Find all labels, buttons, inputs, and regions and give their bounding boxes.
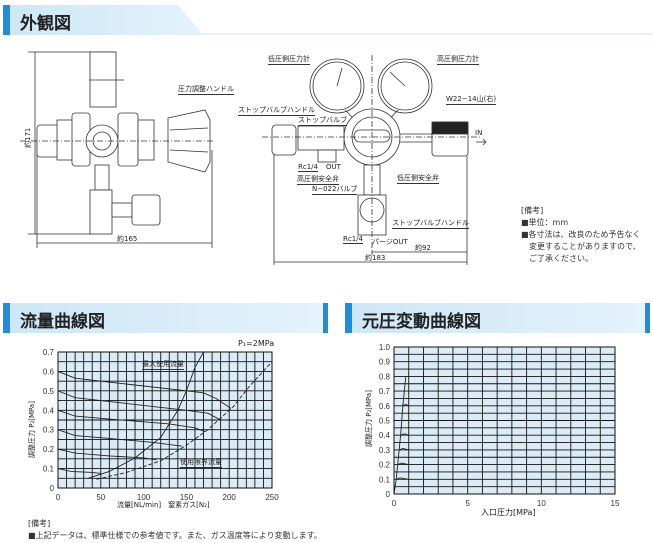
y-tick-label: 1.0 <box>379 343 391 352</box>
remarks-bottom: [備考] ■上記データは、標準仕様での参考値です。また、ガス温度等により変動しま… <box>28 518 322 542</box>
y-tick-label: 0.3 <box>379 446 391 455</box>
y-tick-label: 0.6 <box>43 367 55 376</box>
label-stop-valve-handle-2: ストップバルブハンドル <box>392 219 469 229</box>
y-axis-label: 調整圧力 P₂[MPa] <box>28 401 36 458</box>
dimension-92: 約92 <box>415 244 431 252</box>
label-inlet-thread: W22−14山(右) <box>446 95 497 105</box>
section-title: 元圧変動曲線図 <box>362 312 481 332</box>
x-tick-label: 50 <box>96 493 105 502</box>
remarks-line: ご了承ください。 <box>521 254 593 263</box>
x-axis-label: 流量[NL/min] 窒素ガス[N₂] <box>117 501 210 509</box>
remarks-line: ■各寸法は、改良のため予告なく <box>521 230 641 239</box>
y-tick-label: 0.4 <box>379 431 391 440</box>
x-axis-label: 入口圧力[MPa] <box>481 508 536 517</box>
label-rc-out: Rc1/4 <box>298 163 318 172</box>
y-tick-label: 0.7 <box>43 348 55 357</box>
x-tick-label: 0 <box>56 493 61 502</box>
front-view-drawing <box>20 51 215 248</box>
label-purge-out: パージOUT <box>372 238 408 246</box>
x-tick-label: 100 <box>137 493 151 502</box>
series-line <box>396 477 409 480</box>
chart-condition: P₁=2MPa <box>238 339 275 348</box>
series-line <box>397 462 409 466</box>
series-line <box>57 390 221 421</box>
y-tick-label: 0.2 <box>43 445 55 454</box>
y-tick-label: 0.2 <box>379 461 391 470</box>
remarks-line: ■単位：mm <box>521 218 569 227</box>
divider <box>200 33 653 35</box>
y-tick-label: 0.9 <box>379 358 391 367</box>
label-high-safety-valve: 高圧側安全弁 <box>297 175 339 185</box>
remarks-line: ■上記データは、標準仕様での参考値です。また、ガス温度等により変動します。 <box>28 531 322 540</box>
series-line <box>57 448 157 461</box>
label-stop-valve: ストップバルブ <box>298 116 347 126</box>
label-n-valve: N−022バルブ <box>312 185 358 195</box>
y-tick-label: 0.1 <box>43 465 55 474</box>
dimension-width: 約165 <box>117 235 138 243</box>
x-tick-label: 150 <box>180 493 194 502</box>
accent-bar <box>3 303 10 333</box>
y-tick-label: 0.3 <box>43 426 55 435</box>
series-line <box>57 409 206 433</box>
series-line <box>402 403 409 407</box>
accent-bar <box>645 303 650 333</box>
x-tick-label: 10 <box>537 499 546 508</box>
annotation-max-flow: 最大使用流量 <box>142 360 184 370</box>
x-tick-label: 0 <box>392 499 397 508</box>
x-tick-label: 15 <box>611 499 620 508</box>
label-stop-valve-handle: ストップバルブハンドル <box>238 106 315 116</box>
label-in: IN <box>475 129 483 137</box>
section-title: 外観図 <box>20 14 71 34</box>
series-line <box>87 351 204 479</box>
series-line <box>398 447 409 451</box>
accent-bar <box>323 303 328 333</box>
series-line <box>57 429 183 447</box>
y-tick-label: 0.5 <box>379 417 391 426</box>
y-tick-label: 0.8 <box>379 372 391 381</box>
remarks-line: 変更することがありますので、 <box>521 242 641 251</box>
remarks-title: [備考] <box>28 519 51 528</box>
remarks-title: [備考] <box>521 206 544 215</box>
y-axis-label: 調整圧力 P₂[MPa] <box>365 390 373 447</box>
accent-bar <box>3 5 10 35</box>
remarks-top: [備考] ■単位：mm ■各寸法は、改良のため予告なく 変更することがありますの… <box>521 205 641 265</box>
x-tick-label: 250 <box>265 493 279 502</box>
label-pressure-handle: 圧力調整ハンドル <box>178 85 234 95</box>
top-view-drawing <box>262 55 487 265</box>
series-line <box>57 468 101 474</box>
label-out: OUT <box>326 163 341 171</box>
section-title: 流量曲線図 <box>20 312 105 332</box>
section-header-pressure-curve: 元圧変動曲線図 <box>345 303 650 333</box>
label-high-gauge: 高圧側圧力計 <box>437 55 479 65</box>
y-tick-label: 0.4 <box>43 406 55 415</box>
series-line <box>400 433 409 436</box>
x-tick-label: 5 <box>465 499 470 508</box>
section-header-exterior: 外観図 <box>3 5 203 35</box>
accent-bar <box>345 303 352 333</box>
dimension-183: 約183 <box>365 254 386 262</box>
y-tick-label: 0 <box>50 484 55 493</box>
label-low-safety-valve: 低圧側安全弁 <box>397 174 439 184</box>
section-header-flow-curve: 流量曲線図 <box>3 303 328 333</box>
y-tick-label: 0.6 <box>379 402 391 411</box>
series-line <box>96 361 273 480</box>
y-tick-label: 0.5 <box>43 387 55 396</box>
y-tick-label: 0.1 <box>379 475 391 484</box>
y-tick-label: 0 <box>386 490 391 499</box>
label-low-gauge: 低圧側圧力計 <box>268 55 310 65</box>
regulator-drawings <box>20 51 487 265</box>
y-tick-label: 0.7 <box>379 387 391 396</box>
annotation-limit-flow: 使用限界流量 <box>180 458 222 468</box>
label-rc-purge: Rc1/4 <box>343 235 363 244</box>
x-tick-label: 200 <box>223 493 237 502</box>
